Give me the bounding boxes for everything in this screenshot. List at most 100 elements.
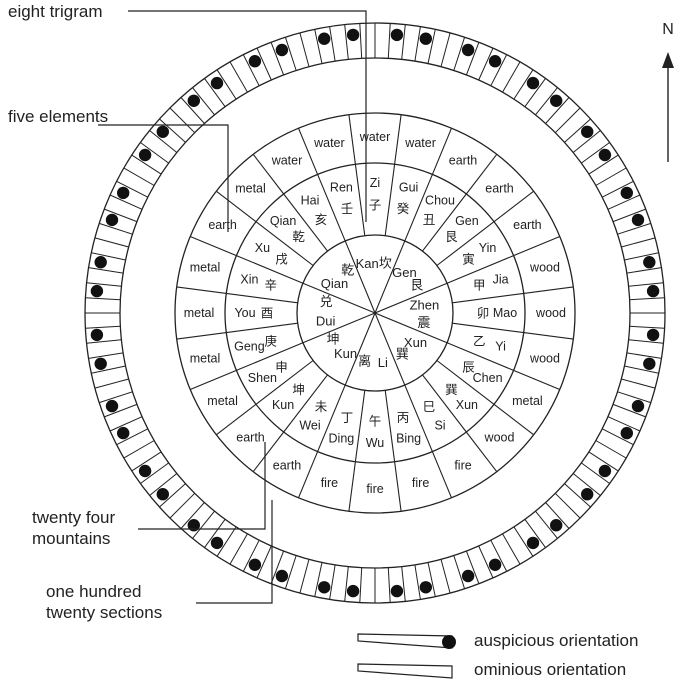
section-divider	[545, 97, 570, 124]
section-divider	[601, 428, 634, 446]
mountain-label: Hai	[301, 193, 320, 207]
callout-line: twenty sections	[46, 603, 163, 622]
section-divider	[192, 87, 215, 116]
section-divider	[99, 222, 133, 235]
auspicious-dot	[187, 519, 200, 532]
callout-five-elements: five elements	[8, 107, 109, 126]
mountain-glyph: 艮	[445, 229, 458, 244]
trigram-divider	[374, 282, 448, 314]
section-divider	[86, 339, 122, 344]
trigram-glyph-zhen: 震	[417, 316, 430, 331]
auspicious-dot	[526, 76, 540, 90]
section-divider	[99, 391, 133, 404]
auspicious-dot	[90, 328, 104, 342]
section-divider	[270, 550, 285, 584]
mountain-divider	[255, 360, 314, 405]
section-divider	[513, 69, 534, 100]
section-divider	[344, 566, 349, 602]
trigram-label-xun: Xun	[404, 335, 427, 350]
mountain-label: Geng	[234, 340, 265, 354]
mountain-label: Ren	[330, 180, 353, 194]
element-divider	[523, 332, 574, 340]
section-divider	[94, 237, 129, 248]
section-divider	[116, 428, 149, 446]
mountain-divider	[317, 174, 346, 242]
element-divider	[252, 153, 285, 195]
mountain-divider	[436, 221, 495, 266]
mountain-glyph: 戌	[275, 252, 288, 267]
mountain-glyph: 亥	[315, 212, 328, 227]
mountain-divider	[354, 390, 366, 462]
element-divider	[493, 403, 535, 436]
auspicious-dot	[390, 584, 404, 598]
trigram-glyph-dui: 兑	[320, 295, 333, 310]
element-divider	[431, 127, 453, 175]
mountain-divider	[226, 322, 298, 334]
section-divider	[465, 42, 480, 76]
element-label: earth	[236, 431, 265, 445]
callout-line: one hundred	[46, 582, 142, 601]
section-divider	[478, 545, 494, 579]
auspicious-dot	[210, 76, 224, 90]
section-divider	[109, 416, 143, 432]
mountain-label: Yin	[479, 241, 497, 255]
north-arrow-icon	[662, 52, 674, 68]
section-divider	[216, 526, 237, 557]
section-divider	[242, 539, 260, 572]
legend-auspicious-dot	[442, 635, 456, 649]
auspicious-dot	[643, 256, 656, 269]
mountain-glyph: 坤	[292, 382, 305, 397]
auspicious-dot	[94, 357, 107, 370]
auspicious-dot	[526, 536, 540, 550]
element-label: earth	[513, 218, 542, 232]
section-divider	[169, 492, 196, 519]
section-divider	[427, 562, 436, 597]
mountain-glyph: 午	[369, 414, 382, 429]
section-divider	[329, 26, 336, 62]
auspicious-dot	[419, 581, 432, 594]
trigram-divider	[344, 240, 376, 314]
element-label: earth	[273, 458, 302, 472]
auspicious-dot	[117, 186, 130, 200]
auspicious-dot	[156, 125, 169, 138]
section-divider	[621, 378, 656, 389]
callout-line: twenty four	[32, 508, 116, 527]
mountain-label: Zi	[370, 176, 380, 190]
ring-circle	[296, 234, 454, 392]
mountain-label: Gen	[455, 214, 479, 228]
element-divider	[189, 369, 237, 391]
section-divider	[359, 23, 363, 59]
section-divider	[588, 451, 619, 472]
mountain-label: Si	[434, 419, 445, 433]
section-divider	[535, 510, 558, 539]
section-divider	[624, 365, 659, 374]
auspicious-dot	[646, 284, 660, 298]
section-divider	[626, 352, 662, 359]
element-label: water	[313, 136, 345, 150]
auspicious-dot	[318, 32, 331, 45]
legend-auspicious-label: auspicious orientation	[474, 631, 639, 650]
trigram-label-kan: Kan	[356, 256, 379, 271]
section-divider	[169, 107, 196, 134]
section-divider	[524, 519, 546, 548]
auspicious-dot	[631, 213, 645, 227]
element-divider	[215, 403, 257, 436]
section-divider	[629, 297, 665, 301]
section-divider	[140, 142, 169, 164]
section-divider	[564, 118, 591, 143]
mountain-divider	[436, 360, 495, 405]
trigram-divider	[302, 312, 376, 344]
auspicious-dot	[248, 55, 262, 68]
section-divider	[453, 37, 466, 71]
mountain-label: Bing	[396, 432, 421, 446]
section-divider	[545, 502, 570, 529]
mountain-label: Xu	[255, 241, 270, 255]
auspicious-dot	[275, 43, 289, 57]
trigram-label-qian: Qian	[321, 276, 348, 291]
element-divider	[176, 332, 227, 340]
auspicious-dot	[346, 584, 360, 598]
section-divider	[617, 222, 651, 235]
mountain-divider	[422, 193, 467, 252]
section-divider	[629, 325, 665, 329]
element-label: fire	[454, 458, 471, 472]
